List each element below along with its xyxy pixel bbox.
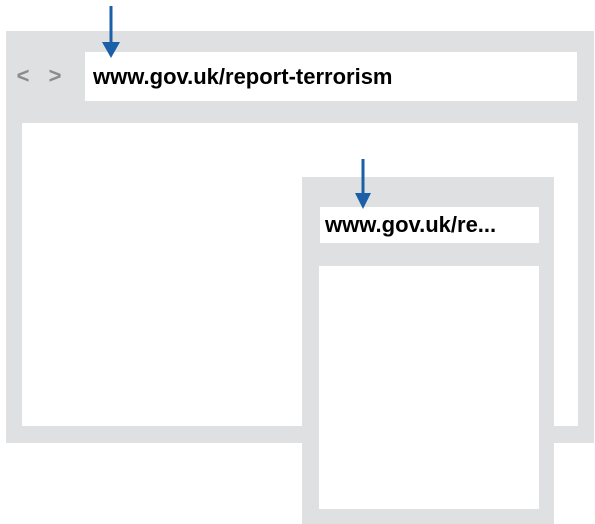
back-button[interactable]: <	[16, 63, 30, 88]
desktop-url-text: www.gov.uk/report-terrorism	[93, 63, 393, 89]
desktop-address-bar[interactable]: www.gov.uk/report-terrorism	[85, 52, 577, 101]
forward-button[interactable]: >	[48, 63, 62, 88]
mobile-page-content	[319, 266, 539, 509]
mobile-address-bar[interactable]: www.gov.uk/re...	[320, 207, 539, 243]
mobile-url-text: www.gov.uk/re...	[325, 212, 497, 237]
down-arrow-icon	[354, 159, 372, 211]
down-arrow-icon	[100, 6, 122, 60]
